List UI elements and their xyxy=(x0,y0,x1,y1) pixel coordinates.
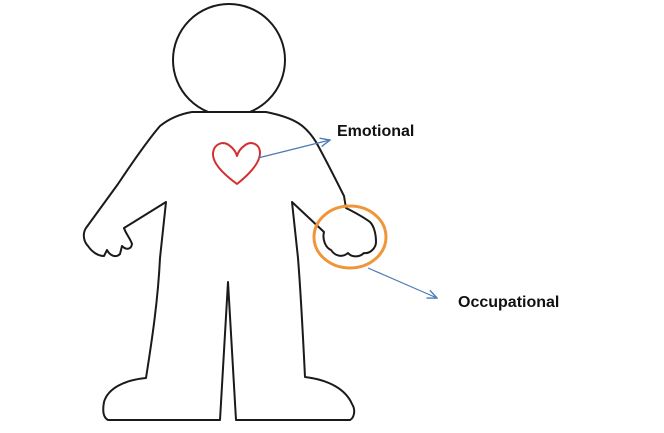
occupational-label: Occupational xyxy=(458,294,560,311)
occupational-arrow xyxy=(367,267,437,298)
heart-icon xyxy=(211,142,261,185)
emotional-label: Emotional xyxy=(337,123,415,140)
emotional-arrow xyxy=(257,140,330,159)
figure-body xyxy=(82,111,377,421)
circle-highlight xyxy=(312,204,388,270)
figure-head xyxy=(172,3,286,117)
